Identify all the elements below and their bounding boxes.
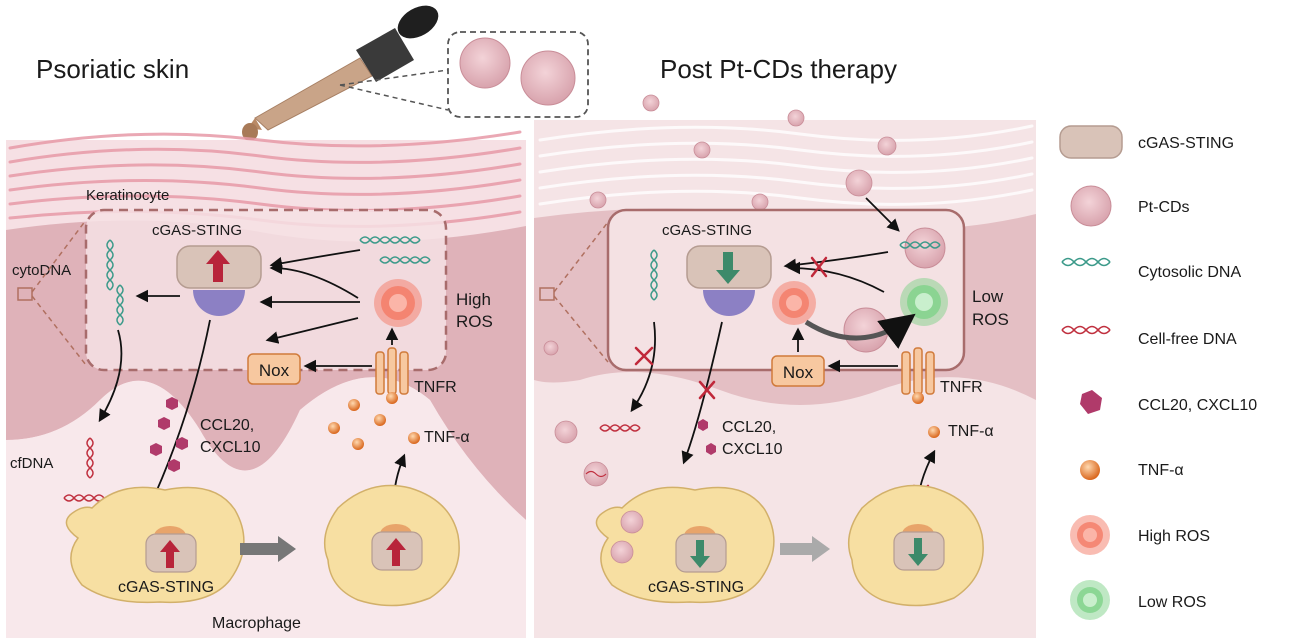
pt-cds-icon: [1070, 185, 1112, 227]
upregulation-arrow-icon: [206, 250, 230, 282]
left-ccl-label-2: CXCL10: [200, 439, 261, 456]
right-tnf-label: TNF-α: [948, 423, 994, 440]
right-title: Post Pt-CDs therapy: [660, 54, 897, 84]
ros-scavenging-arrow: [804, 313, 916, 349]
low-ros-icon: [1070, 580, 1110, 620]
legend-label: CCL20, CXCL10: [1138, 397, 1257, 414]
high-ros-icon: [1070, 515, 1110, 555]
right-macrophage-2: [847, 484, 984, 607]
left-tnfr-label: TNFR: [414, 379, 457, 396]
right-ccl-label-1: CCL20,: [722, 419, 776, 436]
dropper-icon: [242, 5, 439, 141]
downregulation-arrow-icon: [716, 252, 740, 284]
right-ros-label-1: Low: [972, 287, 1004, 306]
right-ros-label-2: ROS: [972, 310, 1009, 329]
legend-label: Cell-free DNA: [1138, 331, 1237, 348]
right-ccl-label-2: CXCL10: [722, 441, 783, 458]
cgas-sting-complex: [176, 245, 262, 316]
legend-label: cGAS-STING: [1138, 135, 1234, 152]
pt-cd-catalyst: [843, 307, 889, 353]
keratinocyte-label: Keratinocyte: [86, 187, 169, 204]
chemokine-icon: [150, 397, 188, 472]
pt-cd-particle: [520, 50, 576, 106]
legend-label: Cytosolic DNA: [1138, 264, 1241, 281]
right-chemokine-icon: [698, 419, 716, 455]
left-cgas-label: cGAS-STING: [152, 222, 242, 239]
right-macrophage-cgas-label: cGAS-STING: [648, 579, 744, 596]
upregulation-arrow-icon: [160, 540, 180, 568]
cytodna-label: cytoDNA: [12, 262, 71, 279]
pt-cd-particle: [459, 37, 511, 89]
legend-item: Cell-free DNA: [1061, 325, 1237, 348]
legend-item: High ROS: [1070, 515, 1210, 555]
legend: cGAS-STING Pt-CDs Cytosolic DNA Cell-fre…: [1059, 125, 1257, 620]
left-ros-label-2: ROS: [456, 312, 493, 331]
legend-item: CCL20, CXCL10: [1080, 390, 1257, 414]
legend-label: Pt-CDs: [1138, 199, 1190, 216]
left-ros-label-1: High: [456, 290, 491, 309]
downregulation-arrow-icon: [908, 538, 928, 566]
right-cytosolic-dna-icon: [650, 249, 658, 301]
legend-item: Low ROS: [1070, 580, 1206, 620]
right-nox-box: [771, 355, 825, 387]
pt-cd-bound-dna: [899, 227, 946, 269]
tnf-alpha-icon: [328, 399, 420, 450]
high-ros-icon: [374, 279, 422, 327]
right-macrophage-1: [595, 486, 775, 604]
cell-free-dna-icon: [1061, 325, 1111, 335]
cytosolic-dna-icon: [106, 236, 431, 326]
left-tnf-label: TNF-α: [424, 429, 470, 446]
right-stratum-corneum: [538, 124, 1034, 206]
downregulation-arrow-icon: [690, 540, 710, 568]
legend-label: High ROS: [1138, 528, 1210, 545]
legend-label: Low ROS: [1138, 594, 1206, 611]
legend-label: TNF-α: [1138, 462, 1184, 479]
right-cell-free-dna-icon: [599, 424, 641, 432]
right-tnfr-receptor: [901, 347, 935, 404]
legend-item: Pt-CDs: [1070, 185, 1190, 227]
pt-cd-bound-cfdna: [583, 461, 609, 487]
left-transition-arrow-icon: [240, 536, 296, 562]
upregulation-arrow-icon: [386, 538, 406, 566]
right-tnf-alpha-icon: [928, 426, 940, 438]
left-nox-label: Nox: [259, 361, 290, 380]
left-nox-box: [247, 353, 301, 385]
right-nox-label: Nox: [783, 363, 814, 382]
pt-cds-zoom-box: [339, 31, 589, 118]
chemokine-icon: [1080, 390, 1102, 414]
right-panel: Post Pt-CDs therapy cGAS-STING: [534, 54, 1036, 638]
left-macrophage-2: [323, 484, 460, 607]
legend-item: cGAS-STING: [1059, 125, 1234, 159]
right-high-ros-icon: [772, 281, 816, 325]
right-cgas-label: cGAS-STING: [662, 222, 752, 239]
left-tnfr-receptor: [375, 347, 409, 404]
pt-cds-scattered: [543, 94, 897, 444]
legend-item: Cytosolic DNA: [1061, 257, 1241, 281]
left-ccl-label-1: CCL20,: [200, 417, 254, 434]
right-transition-arrow-icon: [780, 536, 830, 562]
tnf-alpha-icon: [1080, 460, 1100, 480]
macrophage-label: Macrophage: [212, 615, 301, 632]
cfdna-label: cfDNA: [10, 455, 53, 472]
legend-item: TNF-α: [1080, 460, 1184, 480]
right-cgas-sting-complex: [686, 245, 772, 316]
left-macrophage-cgas-label: cGAS-STING: [118, 579, 214, 596]
left-macrophage-1: [65, 486, 245, 604]
right-tnfr-label: TNFR: [940, 379, 983, 396]
cgas-sting-icon: [1059, 125, 1123, 159]
left-panel: Psoriatic skin: [6, 5, 589, 638]
left-title: Psoriatic skin: [36, 54, 189, 84]
cytosolic-dna-icon: [1061, 257, 1111, 267]
stratum-corneum: [8, 130, 522, 228]
